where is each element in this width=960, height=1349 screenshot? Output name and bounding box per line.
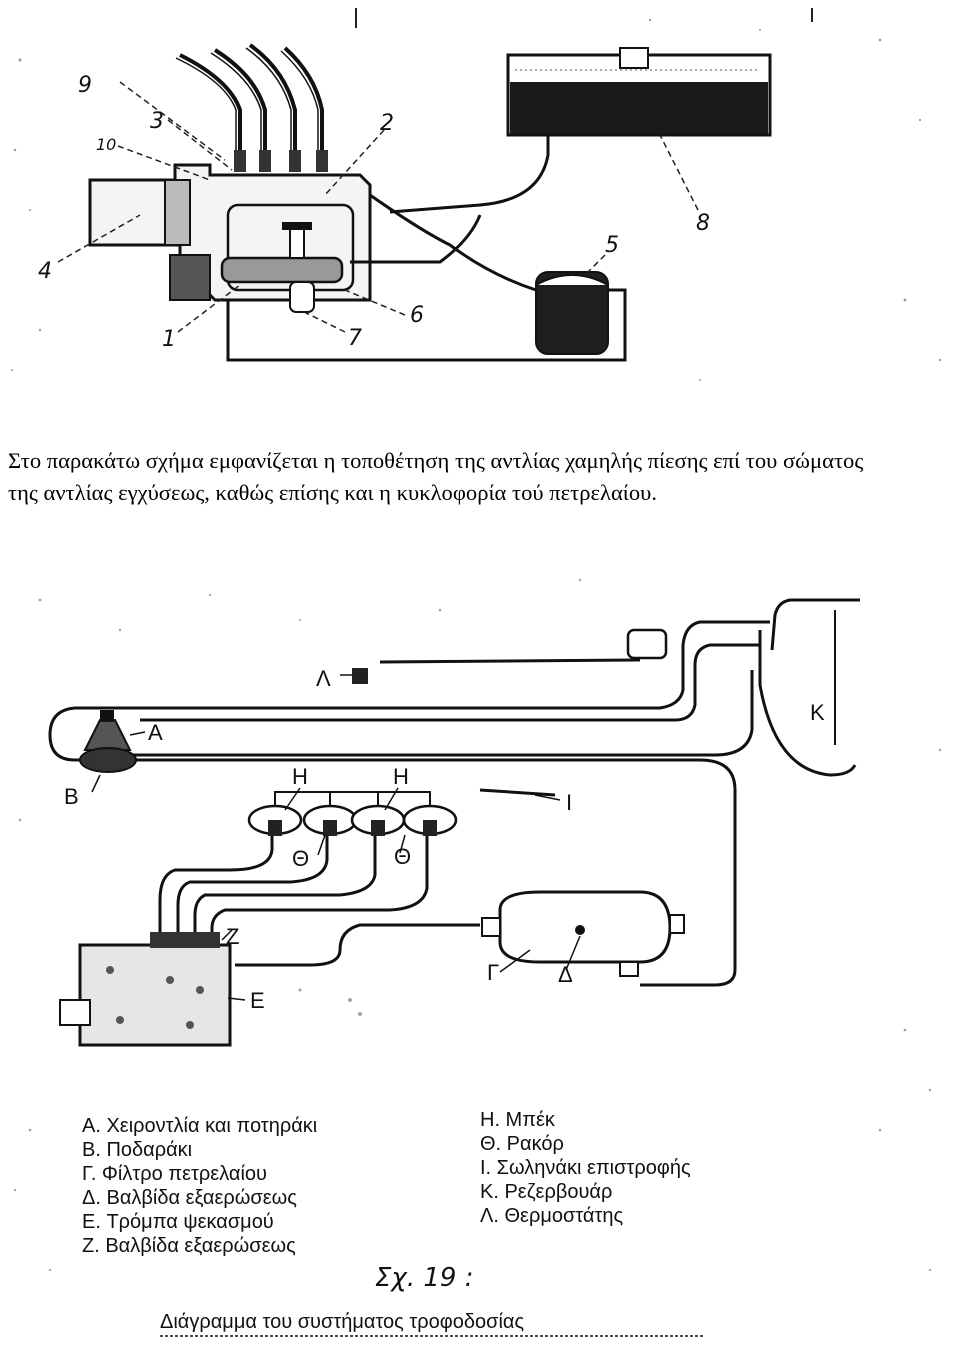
speckle-noise xyxy=(13,578,942,1272)
callout-2: 2 xyxy=(380,111,394,136)
legend-item-H: H. Μπέκ xyxy=(480,1109,556,1131)
callout-numbers: 9 3 10 2 4 8 5 6 1 7 xyxy=(38,73,710,352)
legend-right: H. Μπέκ Θ. Ρακόρ I. Σωληνάκι επιστροφής … xyxy=(480,1109,691,1227)
callout-1: 1 xyxy=(162,327,176,352)
fuel-pipes xyxy=(48,620,770,987)
legend-item-L: Λ. Θερμοστάτης xyxy=(480,1205,624,1227)
legend-item-Z: Z. Βαλβίδα εξαερώσεως xyxy=(82,1235,296,1257)
legend-item-E: E. Τρόμπα ψεκασμού xyxy=(82,1211,274,1233)
label-K: K xyxy=(810,700,825,725)
legend-item-I: I. Σωληνάκι επιστροφής xyxy=(480,1157,691,1179)
label-thermostat-L: Λ xyxy=(316,666,331,691)
diagram-labels: Λ A B K H H I Θ Θ Z E Γ Δ xyxy=(64,666,825,1013)
label-G: Γ xyxy=(487,960,499,985)
label-theta-1: Θ xyxy=(292,846,309,871)
callout-10: 10 xyxy=(96,135,116,154)
speckle-noise xyxy=(11,18,942,381)
figure-title: Διάγραμμα του συστήματος τροφοδοσίας xyxy=(160,1311,524,1333)
callout-7: 7 xyxy=(348,326,362,351)
callout-5: 5 xyxy=(605,233,619,258)
label-H-1: H xyxy=(292,764,308,789)
legend-item-B: B. Ποδαράκι xyxy=(82,1139,192,1161)
injectors-row xyxy=(247,791,458,836)
callout-leaders xyxy=(57,81,699,333)
fuel-lines xyxy=(226,135,627,362)
label-E: E xyxy=(250,988,265,1013)
legend-item-A: A. Χειροντλία και ποτηράκι xyxy=(82,1115,317,1137)
caption-line-2: της αντλίας εγχύσεως, καθώς επίσης και η… xyxy=(8,480,657,505)
callout-3: 3 xyxy=(150,109,164,134)
legend-item-TH: Θ. Ρακόρ xyxy=(480,1133,564,1155)
fuel-tank xyxy=(506,47,772,137)
legend-item-D: Δ. Βαλβίδα εξαερώσεως xyxy=(82,1187,297,1209)
label-leaders xyxy=(91,674,581,1001)
hand-pump xyxy=(79,710,137,773)
label-theta-2: Θ xyxy=(394,844,411,869)
fuel-filter xyxy=(481,890,685,977)
callout-9: 9 xyxy=(78,73,92,98)
legend-item-K: K. Ρεζερβουάρ xyxy=(480,1181,612,1203)
label-H-2: H xyxy=(393,764,409,789)
caption-line-1: Στο παρακάτω σχήμα εμφανίζεται η τοποθέτ… xyxy=(8,448,864,473)
legend-item-G: Γ. Φίλτρο πετρελαίου xyxy=(82,1163,267,1185)
label-B: B xyxy=(64,784,79,809)
thermostat xyxy=(352,628,668,684)
fuel-filter xyxy=(535,271,609,355)
fuel-system-diagram: Λ A B K H H I Θ Θ Z E Γ Δ A. Χειροντλία … xyxy=(13,578,942,1337)
callout-4: 4 xyxy=(38,259,52,284)
injector-nozzles xyxy=(234,150,328,172)
figure-number: Σχ. 19 : xyxy=(375,1263,473,1293)
label-A: A xyxy=(148,720,163,745)
label-Z: Z xyxy=(226,924,239,949)
top-pump-mounting-diagram: 9 3 10 2 4 8 5 6 1 7 xyxy=(11,8,942,381)
low-pressure-pump xyxy=(220,222,344,313)
callout-6: 6 xyxy=(410,303,424,328)
label-D: Δ xyxy=(558,962,573,987)
injection-pump xyxy=(59,932,232,1047)
tank-reservoir xyxy=(758,598,860,777)
callout-8: 8 xyxy=(696,211,710,236)
label-I: I xyxy=(566,790,572,815)
caption-paragraph: Στο παρακάτω σχήμα εμφανίζεται η τοποθέτ… xyxy=(8,445,960,509)
injector-pipes xyxy=(175,43,324,170)
high-pressure-pipes xyxy=(158,836,429,940)
legend-left: A. Χειροντλία και ποτηράκι B. Ποδαράκι Γ… xyxy=(82,1115,317,1257)
